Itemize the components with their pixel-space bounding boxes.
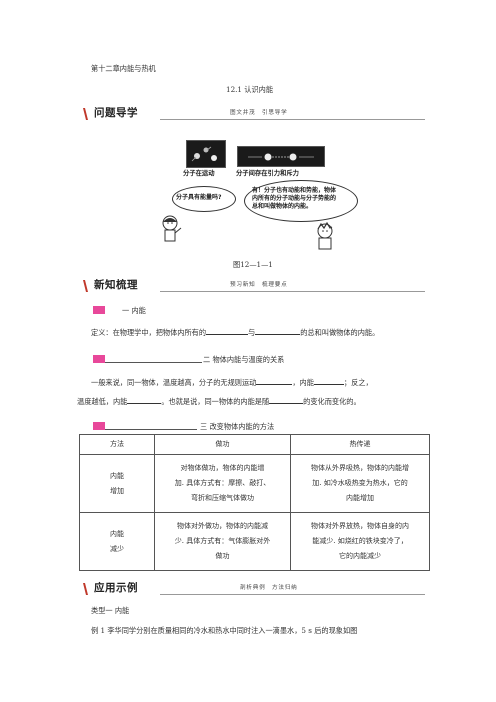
table-cell: 物体从外界吸热，物体的内能增加. 如冷水吸热变为热水，它的内能增加: [290, 454, 430, 513]
section-header-title: 应用示例: [94, 582, 138, 594]
table-cell: 物体对外做功，物体的内能减少. 具体方式有：气体膨胀对外做功: [154, 512, 291, 571]
speech-bubble-right: [244, 180, 358, 222]
bubble-right-line1: 有！分子也有动能和势能，物体: [252, 187, 337, 194]
table-row: 内能减少 物体对外做功，物体的内能减少. 具体方式有：气体膨胀对外做功 物体对外…: [79, 512, 430, 571]
speech-bubble-left: [172, 186, 236, 212]
table-cell: 内能增加: [79, 454, 155, 513]
pink-marker: [93, 422, 105, 430]
figure-label-left: 分子在运动: [183, 170, 215, 177]
energy-change-table: 方法 做功 热传递 内能增加 对物体做功，物体的内能增加. 具体方式有：摩擦、敲…: [79, 434, 430, 571]
table-header: 热传递: [290, 434, 430, 455]
table-cell: 内能减少: [79, 512, 155, 571]
section-header-new-knowledge: 新知梳理 预习新知 梳理要点: [80, 279, 430, 293]
student-girl-icon: [162, 215, 182, 242]
part1-definition: 定义：在物理学中，把物体内所有的与的总和叫做物体的内能。: [91, 328, 380, 337]
example-1-text: 例 1 李华同学分别在质量相同的冷水和热水中同时注入一滴墨水，5 s 后的现象如…: [91, 626, 358, 635]
part1-title: 一 内能: [122, 306, 146, 315]
slash-marker-icon: [83, 280, 88, 292]
section-title: 12.1 认识内能: [226, 85, 274, 94]
molecule-force-photo: [237, 146, 325, 167]
table-header: 做功: [154, 434, 291, 455]
table-cell: 对物体做功，物体的内能增加. 具体方式有：摩擦、敲打、弯折和压缩气体做功: [154, 454, 291, 513]
slash-marker-icon: [83, 108, 88, 120]
table-row: 内能增加 对物体做功，物体的内能增加. 具体方式有：摩擦、敲打、弯折和压缩气体做…: [79, 454, 430, 513]
section-header-tag: 剖析典例 方法归纳: [240, 585, 298, 591]
figure-caption: 图12—1—1: [233, 260, 273, 269]
section-header-application: 应用示例 剖析典例 方法归纳: [80, 582, 430, 596]
section-header-problem-guide: 问题导学 图文并茂 引思导学: [80, 107, 430, 121]
pink-marker: [93, 306, 105, 314]
molecule-motion-photo: [186, 140, 226, 168]
student-boy-icon: [317, 222, 333, 250]
section-header-tag: 图文并茂 引思导学: [230, 110, 288, 116]
part2-line2: 温度越低，内能。也就是说，同一物体的内能是随的变化而变化的。: [77, 397, 361, 406]
slash-marker-icon: [83, 583, 88, 595]
figure-label-right: 分子间存在引力和斥力: [236, 170, 299, 177]
table-cell: 物体对外界放热，物体自身的内能减少. 如烧红的铁块变冷了，它的内能减少: [290, 512, 430, 571]
chapter-title: 第十二章内能与热机: [91, 64, 156, 73]
section-header-title: 问题导学: [94, 107, 138, 119]
part2-title: 二 物体内能与温度的关系: [203, 355, 285, 364]
table-header: 方法: [79, 434, 155, 455]
part3-title: 三 改变物体内能的方法: [200, 422, 275, 431]
section-header-tag: 预习新知 梳理要点: [230, 282, 288, 288]
bubble-right-line2: 内所有的分子动能与分子势能的: [252, 195, 337, 202]
part2-line1: 一般来说，同一物体，温度越高，分子的无规则运动，内能；反之，: [91, 378, 373, 387]
section-header-title: 新知梳理: [94, 279, 138, 291]
type-heading: 类型一 内能: [91, 606, 130, 615]
pink-marker: [93, 355, 105, 363]
bubble-left-text: 分子具有能量吗?: [176, 194, 222, 201]
bubble-right-line3: 总和叫做物体的内能。: [252, 203, 313, 210]
